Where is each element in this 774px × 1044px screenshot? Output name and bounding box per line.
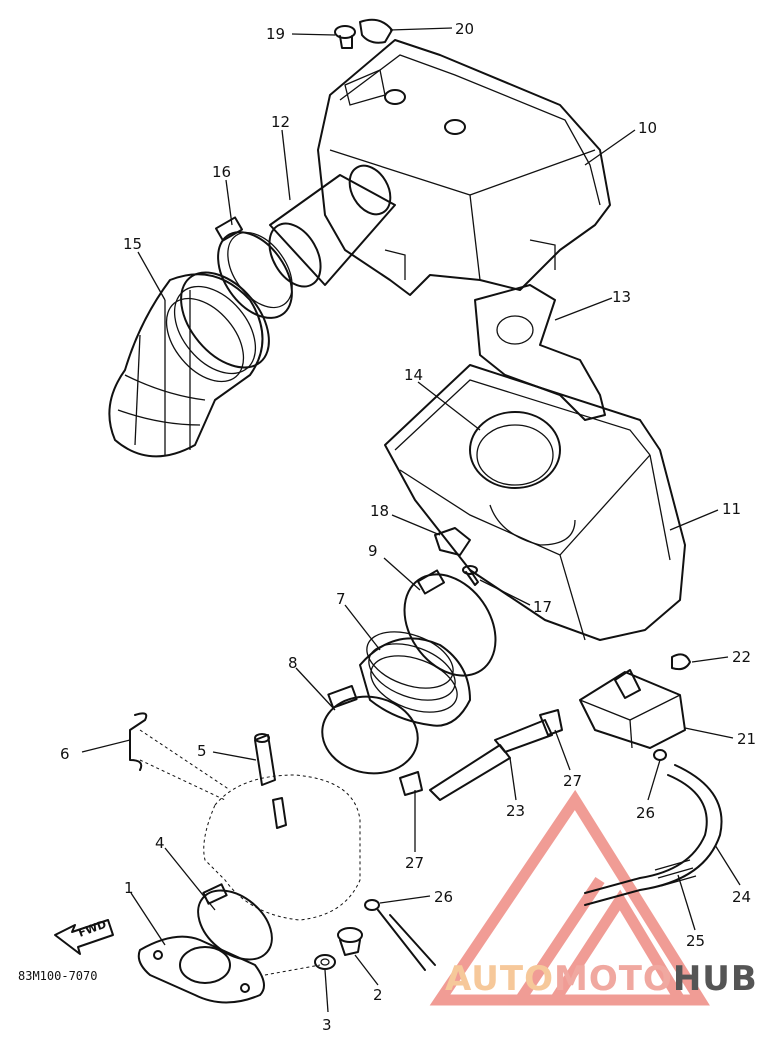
callout-5: 5 [197,742,207,760]
callout-27-lower: 27 [405,854,424,872]
washer [314,954,336,970]
leader-lines [81,27,741,1013]
figure-code: 83M100-7070 [18,969,97,983]
callout-25: 25 [686,932,705,950]
screw [462,565,479,586]
top-bolt [334,25,356,49]
callout-1: 1 [124,879,134,897]
clip [434,527,471,556]
watermark-part-auto: AUTO [445,959,554,999]
callout-8: 8 [288,654,298,672]
callout-11: 11 [722,500,741,518]
fitting-upper [653,749,667,761]
intake-funnel [108,271,270,458]
callout-26-upper: 26 [636,804,655,822]
callout-9: 9 [368,542,378,560]
callout-3: 3 [322,1016,332,1034]
callout-labels: 1 2 3 4 5 6 7 8 9 10 11 12 13 14 15 16 1… [60,20,756,1034]
air-box-cover [317,39,611,296]
callout-19: 19 [266,25,285,43]
callout-13: 13 [612,288,631,306]
callout-10: 10 [638,119,657,137]
callout-14: 14 [404,366,423,384]
watermark-part-moto: MOTO [554,959,673,999]
pin [254,733,276,786]
jet [272,797,287,829]
watermark-logo-icon [429,789,710,1006]
fuel-pump [579,669,686,749]
bolt [337,927,363,956]
callout-16: 16 [212,163,231,181]
callout-18: 18 [370,502,389,520]
forward-arrow-icon: FWD [54,918,114,955]
callout-4: 4 [155,834,165,852]
callout-2: 2 [373,986,383,1004]
callout-6: 6 [60,745,70,763]
watermark-part-hub: HUB [673,959,758,999]
air-box-case [384,364,686,641]
hose-spring [654,859,697,887]
callout-7: 7 [336,590,346,608]
callout-12: 12 [271,113,290,131]
svg-text:AUTOMOTOHUB: AUTOMOTOHUB [445,959,758,999]
direction-label: FWD [77,918,108,940]
callout-23: 23 [506,802,525,820]
callout-22: 22 [732,648,751,666]
hose-clip-upper [539,709,563,736]
callout-24: 24 [732,888,751,906]
callout-20: 20 [455,20,474,38]
carburetor-joint [359,631,471,727]
callout-17: 17 [533,598,552,616]
watermark-text: AUTOMOTOHUB [445,959,758,999]
vacuum-hose [584,764,723,906]
callout-15: 15 [123,235,142,253]
hose-clip-lower [399,771,423,796]
spring-clip [129,712,148,771]
callout-26-lower: 26 [434,888,453,906]
top-clamp [359,18,393,44]
fuel-hose [429,719,553,801]
carburetor-outline [139,729,361,976]
intake-tube [268,164,396,288]
callout-21: 21 [737,730,756,748]
gasket [474,284,606,421]
cap [671,653,691,671]
intake-manifold [137,935,265,1004]
clamp-lower [321,684,419,775]
fitting-lower [364,899,436,971]
callout-27-upper: 27 [563,772,582,790]
